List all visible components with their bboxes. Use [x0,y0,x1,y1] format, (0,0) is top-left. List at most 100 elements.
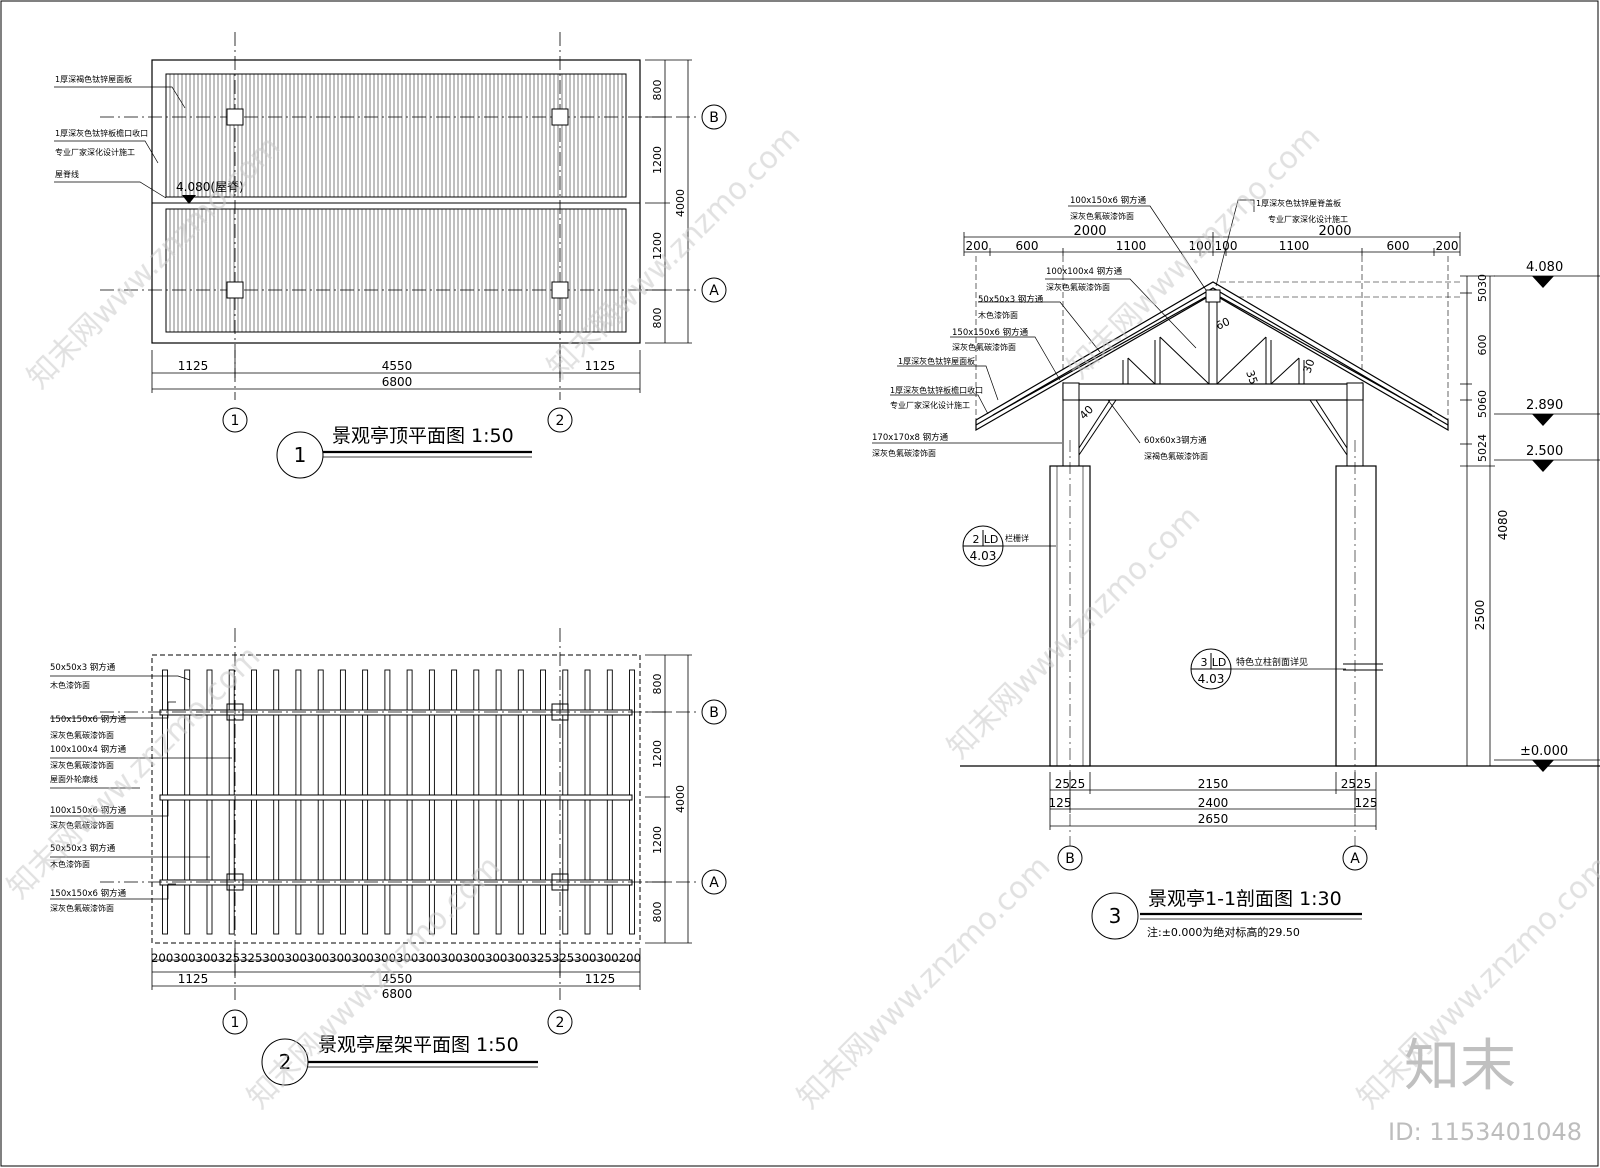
column-right [1335,465,1377,767]
dim-bottom: 2150 [1198,777,1229,791]
detail-callout-1 [962,525,1056,567]
roof-plan-bottom-dims [151,350,641,393]
drawing-number-circle [276,431,324,479]
section-leaders [872,199,1255,444]
axis-label-2: 2 [556,1015,565,1031]
king-post [1208,301,1218,385]
label-vendor-design: 专业厂家深化设计施工 [1268,214,1348,224]
dim-right: 800 [651,80,664,101]
dim-top: 2000 [1073,224,1106,239]
elevation-label: 2.890 [1526,398,1563,413]
dim-right-total: 4000 [674,189,687,217]
axis-bubble-b [701,699,727,725]
column-mark [226,108,244,126]
drawing-number: 2 [279,1050,292,1074]
axis-label-2: 2 [556,413,565,429]
label-purlin: 50x50x3 钢方通 [978,294,1044,305]
purlin [629,669,635,935]
purlin [162,669,168,935]
section-note: 注:±0.000为绝对标高的29.50 [1147,925,1300,939]
watermark-logo: 知末 [1404,1034,1516,1099]
roof-outline [151,59,641,344]
drawing-title: 景观亭屋架平面图 1:50 [318,1034,519,1056]
elevation-label: ±0.000 [1520,744,1568,759]
note-roof-outline: 屋面外轮廓线 [50,774,98,784]
axis-bubble-a [701,277,727,303]
dim-bottom-total: 6800 [382,375,413,389]
angle-label: 30 [1301,357,1318,375]
elevation-marker-icon [1532,760,1554,772]
dim-bottom: 2400 [1198,796,1229,810]
axis-bubble-2 [547,1009,573,1035]
axis-label-a: A [709,875,719,891]
frame-plan-leaders [50,675,232,900]
note-finish: 木色漆饰面 [50,859,90,869]
callout-number: 2 [973,533,980,546]
section-bottom-dims [1049,772,1377,830]
axis-label-1: 1 [231,1015,240,1031]
main-beam-b [159,709,633,716]
dim-bottom: 2525 [1055,777,1086,791]
axis-bubble-a [701,869,727,895]
label-roof-panel: 1厚深灰色钛锌屋面板 [898,356,975,366]
purlin [428,669,435,935]
dim-right: 800 [651,902,664,923]
elevation-marker-icon [1532,414,1554,426]
frame-plan: 50x50x3 钢方通 木色漆饰面 150x150x6 钢方通 深灰色氟碳漆饰面… [50,628,727,1086]
axis-label-1: 1 [231,413,240,429]
dim-right: 1200 [651,232,664,260]
roof-plan-leaders [54,86,186,199]
dim-right: 5030 [1476,274,1489,302]
dim-bottom: 1125 [178,972,209,986]
ridge-beam [159,794,633,801]
drawing-number: 1 [294,443,307,467]
purlin [317,669,324,935]
frame-plan-bottom-dims [151,948,641,990]
callout-sheet: 4.03 [970,549,997,563]
purlin [540,669,546,935]
tie-beam [1062,383,1364,401]
callout-code: LD [984,533,999,546]
detail-callout-2 [1190,648,1346,690]
column-mark [226,703,244,721]
note-finish: 深灰色氟碳漆饰面 [50,903,114,913]
label-eave-trim: 1厚深灰色钛锌板檐口收口 [890,385,983,395]
column-mark [551,281,569,299]
knee-braces [1078,399,1348,456]
column-mark [551,873,569,891]
purlin [384,669,391,935]
beam-end-box [1346,382,1364,402]
axis-label-a: A [1350,851,1360,867]
label-finish: 深灰色氟碳漆饰面 [872,448,936,458]
ridge-elevation-label: 4.080(屋脊) [176,180,244,194]
dim-right-total: 4000 [674,785,687,813]
note-eave-trim: 1厚深灰色钛锌板檐口收口 [55,128,148,138]
purlin [273,669,280,935]
dim-purlin-spacing: 2003003003253253003003003003003003003003… [151,951,641,965]
dim-right: 1200 [651,740,664,768]
section-guide-lines [975,256,1460,420]
axis-bubble-a [1342,845,1368,871]
axis-bubble-b [701,104,727,130]
column-mark [226,281,244,299]
purlin [562,669,569,935]
main-beam-a [159,879,633,886]
callout-text: 特色立柱剖面详见 [1236,656,1308,668]
dim-bottom-total: 2650 [1198,812,1229,826]
purlin [295,669,302,935]
beam-end-box [1062,382,1080,402]
axis-label-b: B [1065,851,1075,867]
section-1-1: 2000 2000 200 600 1100 100 100 1100 600 … [872,195,1600,940]
drawing-title: 景观亭顶平面图 1:50 [332,425,514,447]
frame-plan-right-dims [645,654,692,944]
dim-right: 600 [1476,335,1489,356]
label-finish: 深褐色氟碳漆饰面 [1144,451,1208,461]
label-main-beam: 150x150x6 钢方通 [952,327,1029,338]
axis-bubble-1 [222,1009,248,1035]
note-ridge-line: 屋脊线 [55,169,79,179]
watermark-id: ID: 1153401048 [1388,1118,1582,1146]
label-finish: 木色漆饰面 [978,310,1018,320]
axis-bubble-b [1057,845,1083,871]
dim-bottom: 1125 [178,359,209,373]
